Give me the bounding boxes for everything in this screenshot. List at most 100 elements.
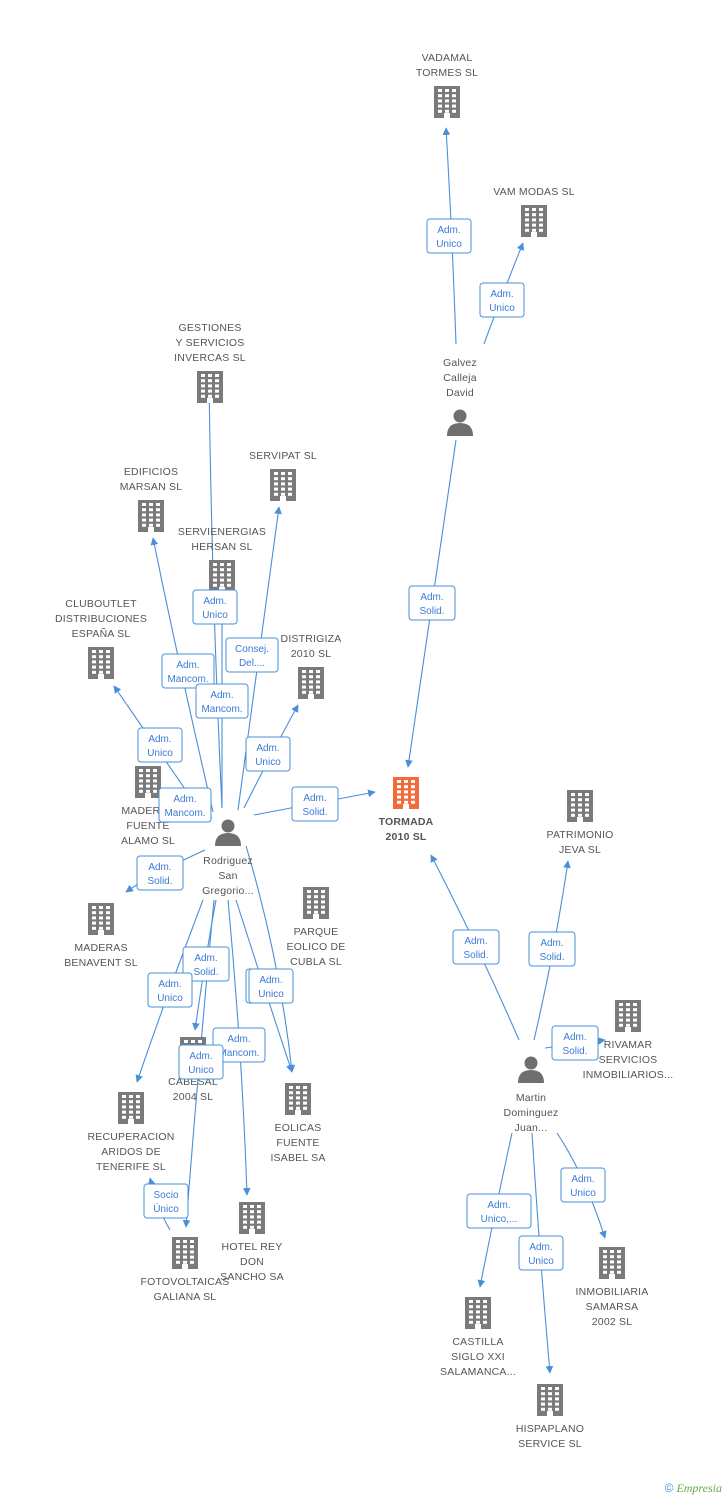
- node-label-rodriguez: San: [218, 870, 237, 882]
- relation-badge-martin-castilla[interactable]: Adm.Unico,...: [466, 1193, 532, 1229]
- footer-brand[interactable]: © Empresia: [665, 1481, 722, 1496]
- relation-badge-rodriguez-edificios[interactable]: Adm.Mancom.: [161, 653, 215, 689]
- relation-badge-text: Unico: [188, 1065, 214, 1076]
- node-gestiones[interactable]: GESTIONES Y SERVICIOS INVERCAS SL: [174, 322, 246, 403]
- node-label-gestiones: INVERCAS SL: [174, 352, 246, 364]
- relation-badge-rodriguez-cluboutlet[interactable]: Adm.Unico: [137, 727, 183, 763]
- relation-badge-rodriguez-servienergias[interactable]: Adm.Mancom.: [195, 683, 249, 719]
- node-label-gestiones: GESTIONES: [178, 322, 241, 334]
- relation-badge-rodriguez-maderas_fuente[interactable]: Adm.Mancom.: [158, 787, 212, 823]
- relation-badge-rodriguez-fotovoltaicas[interactable]: Adm.Unico: [178, 1044, 224, 1080]
- relation-badge-text: Solid.: [419, 606, 444, 617]
- relation-badge-martin-hispaplano[interactable]: Adm.Unico: [518, 1235, 564, 1271]
- relation-badge-text: Solid.: [147, 876, 172, 887]
- node-label-gestiones: Y SERVICIOS: [176, 337, 245, 349]
- node-rodriguez[interactable]: RodriguezSanGregorio...: [202, 819, 254, 898]
- relation-badge-galvez-vam_modas[interactable]: Adm.Unico: [479, 282, 525, 318]
- relation-badge-rodriguez-distrigiza[interactable]: Adm.Unico: [245, 736, 291, 772]
- node-martin[interactable]: MartinDominguezJuan...: [504, 1056, 559, 1135]
- node-label-recuperacion: RECUPERACION: [88, 1131, 175, 1143]
- relation-badge-text: Adm.: [563, 1032, 586, 1043]
- building-icon: [118, 1092, 144, 1124]
- node-label-recuperacion: TENERIFE SL: [96, 1161, 166, 1173]
- node-recuperacion[interactable]: RECUPERACION ARIDOS DE TENERIFE SL: [88, 1092, 175, 1173]
- relation-badge-text: Unico: [570, 1188, 596, 1199]
- relation-badge-text: Adm.: [437, 225, 460, 236]
- node-label-martin: Martin: [516, 1092, 546, 1104]
- relation-badge-rodriguez-tormada[interactable]: Adm.Solid.: [291, 786, 339, 822]
- node-label-tormada: TORMADA: [379, 816, 434, 828]
- relation-badge-rodriguez-hotel_rey[interactable]: Adm.Mancom.: [212, 1027, 266, 1063]
- relation-badge-galvez-tormada[interactable]: Adm. Solid.: [408, 585, 456, 621]
- building-icon: [537, 1384, 563, 1416]
- node-rivamar[interactable]: RIVAMARSERVICIOSINMOBILIARIOS...: [583, 1000, 674, 1081]
- relation-badge-text: Solid.: [193, 967, 218, 978]
- relation-badge-rodriguez-eolicas[interactable]: Adm.Unico: [248, 968, 294, 1004]
- relation-badge-rodriguez-gestiones[interactable]: Adm.Unico: [192, 589, 238, 625]
- node-servipat[interactable]: SERVIPAT SL: [249, 450, 317, 501]
- node-label-parque_eolico: EOLICO DE: [287, 941, 346, 953]
- relation-badge-text: Adm.: [571, 1174, 594, 1185]
- relation-badge-martin-tormada[interactable]: Adm.Solid.: [452, 929, 500, 965]
- node-label-recuperacion: ARIDOS DE: [101, 1146, 161, 1158]
- relation-badge-rodriguez-servipat[interactable]: Consej.Del....: [225, 637, 279, 673]
- relation-badge-rodriguez-recuperacion[interactable]: Adm.Unico: [147, 972, 193, 1008]
- relation-badge-martin-patrimonio[interactable]: Adm.Solid.: [528, 931, 576, 967]
- person-icon: [518, 1056, 544, 1083]
- person-icon: [447, 409, 473, 436]
- relation-badge-text: Solid.: [463, 950, 488, 961]
- node-vam_modas[interactable]: VAM MODAS SL: [493, 186, 575, 237]
- building-icon: [599, 1247, 625, 1279]
- relation-badge-text: Unico: [436, 239, 462, 250]
- relation-badge-text: Adm.: [194, 953, 217, 964]
- relation-badge-text: Consej.: [235, 644, 269, 655]
- building-icon: [138, 500, 164, 532]
- node-label-edificios: MARSAN SL: [120, 481, 182, 493]
- relation-badge-text: Adm.: [540, 938, 563, 949]
- node-label-servipat: SERVIPAT SL: [249, 450, 317, 462]
- node-label-servienergias: SERVIENERGIAS: [178, 526, 266, 538]
- relation-badge-text: Adm.: [303, 793, 326, 804]
- node-label-maderas_benavent: MADERAS: [74, 942, 127, 954]
- relation-badge-rodriguez-maderas_benavent[interactable]: Adm.Solid.: [136, 855, 184, 891]
- relation-badge-text: Adm.: [420, 592, 443, 603]
- building-icon: [270, 469, 296, 501]
- building-icon: [88, 903, 114, 935]
- node-label-cluboutlet: DISTRIBUCIONES: [55, 613, 147, 625]
- relation-badge-text: Adm.: [490, 289, 513, 300]
- relation-badge-martin-rivamar[interactable]: Adm. Solid.: [551, 1025, 599, 1061]
- relation-badge-galvez-vadamal[interactable]: Adm. Unico: [426, 218, 472, 254]
- node-label-castilla: SALAMANCA...: [440, 1366, 516, 1378]
- node-label-vadamal: VADAMAL: [422, 52, 473, 64]
- node-label-eolicas: FUENTE: [276, 1137, 319, 1149]
- relation-badge-text: Unico: [528, 1256, 554, 1267]
- relation-badge-rodriguez-cabesal[interactable]: Adm. Solid.: [182, 946, 230, 982]
- copyright-icon: ©: [664, 1481, 674, 1495]
- relation-badge-text: Unico,...: [481, 1214, 518, 1225]
- building-icon: [615, 1000, 641, 1032]
- building-icon: [172, 1237, 198, 1269]
- relation-badge-martin-inmobiliaria[interactable]: Adm. Unico: [560, 1167, 606, 1203]
- relation-badge-text: Solid.: [562, 1046, 587, 1057]
- node-label-eolicas: ISABEL SA: [270, 1152, 325, 1164]
- node-label-inmobiliaria: 2002 SL: [592, 1316, 633, 1328]
- relation-badge-text: Mancom.: [201, 704, 242, 715]
